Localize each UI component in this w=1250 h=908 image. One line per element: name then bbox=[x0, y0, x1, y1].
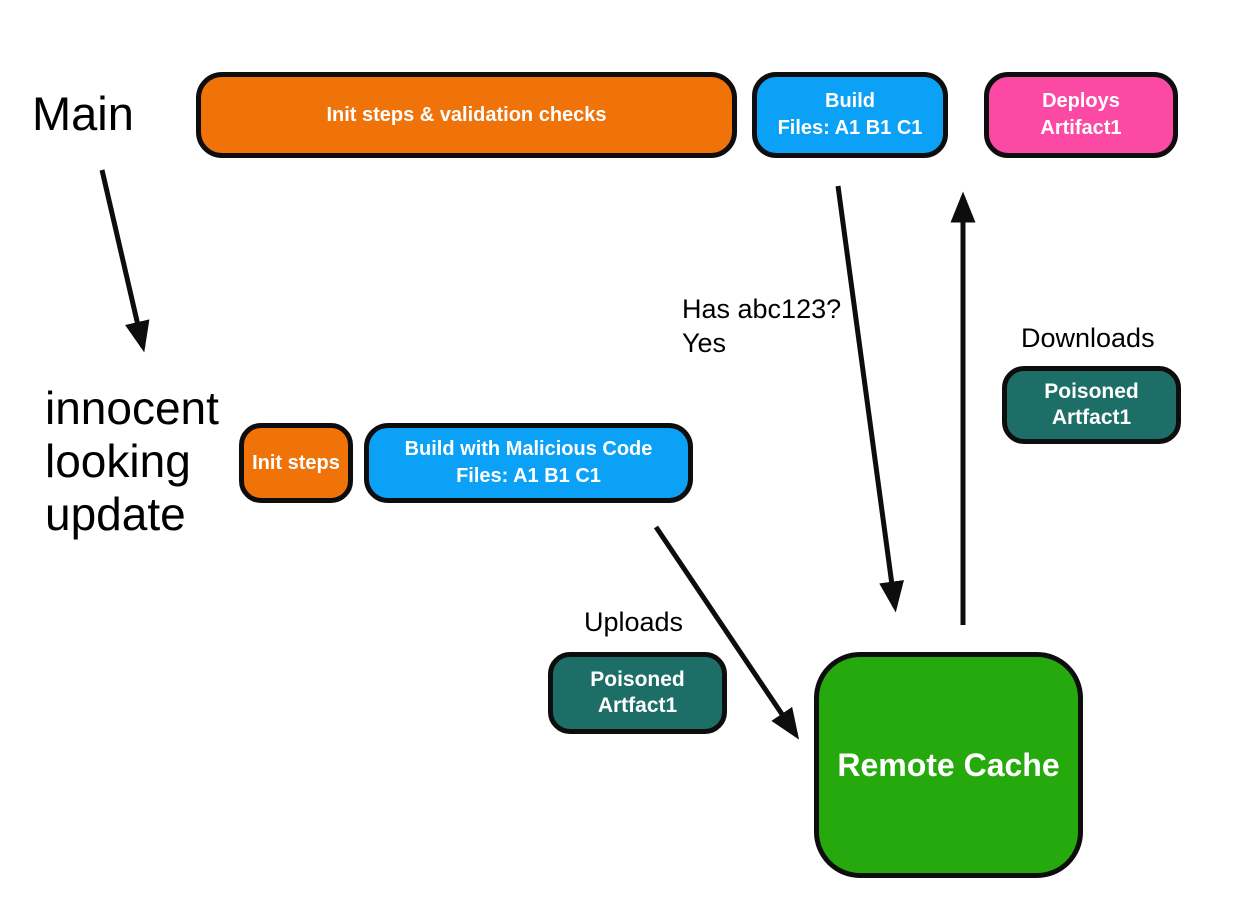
main-branch-label: Main bbox=[32, 87, 134, 140]
innocent-update-line1: innocent bbox=[45, 382, 219, 434]
node-build-malicious: Build with Malicious Code Files: A1 B1 C… bbox=[364, 423, 693, 503]
node-deploys-artifact-line2: Artifact1 bbox=[1040, 117, 1122, 139]
innocent-update-line3: update bbox=[45, 488, 186, 540]
cache-query-answer: Yes bbox=[682, 328, 727, 358]
node-init-validation-checks: Init steps & validation checks bbox=[196, 72, 737, 158]
node-init-steps: Init steps bbox=[239, 423, 353, 503]
node-deploys-artifact-line1: Deploys bbox=[1042, 90, 1120, 112]
cache-query-label: Has abc123? Yes bbox=[682, 292, 841, 360]
node-poisoned-artifact-upload-line2: Artfact1 bbox=[597, 694, 678, 717]
node-build-malicious-line1: Build with Malicious Code bbox=[404, 438, 653, 460]
downloads-label: Downloads bbox=[1021, 323, 1155, 353]
node-poisoned-artifact-upload: Poisoned Artfact1 bbox=[548, 652, 727, 734]
uploads-label: Uploads bbox=[584, 607, 684, 637]
node-build-malicious-line2: Files: A1 B1 C1 bbox=[456, 465, 601, 487]
node-poisoned-artifact-upload-line1: Poisoned bbox=[590, 668, 685, 691]
node-init-steps-text: Init steps bbox=[252, 451, 340, 474]
node-remote-cache: Remote Cache bbox=[814, 652, 1083, 878]
innocent-update-label: innocent looking update bbox=[45, 382, 219, 541]
arrow-build-to-remote-cache-query bbox=[835, 185, 904, 613]
node-poisoned-artifact-download-line1: Poisoned bbox=[1044, 380, 1139, 403]
node-init-validation-checks-text: Init steps & validation checks bbox=[326, 103, 607, 126]
cache-query-question: Has abc123? bbox=[682, 294, 842, 324]
node-build-clean-line1: Build bbox=[825, 90, 875, 112]
node-deploys-artifact: Deploys Artifact1 bbox=[984, 72, 1178, 158]
arrow-main-to-innocent-update bbox=[99, 169, 150, 353]
node-poisoned-artifact-download: Poisoned Artfact1 bbox=[1002, 366, 1181, 444]
node-poisoned-artifact-download-line2: Artfact1 bbox=[1051, 406, 1132, 429]
innocent-update-line2: looking bbox=[45, 435, 191, 487]
node-build-clean: Build Files: A1 B1 C1 bbox=[752, 72, 948, 158]
node-build-clean-line2: Files: A1 B1 C1 bbox=[777, 117, 923, 139]
node-remote-cache-text: Remote Cache bbox=[837, 746, 1060, 783]
